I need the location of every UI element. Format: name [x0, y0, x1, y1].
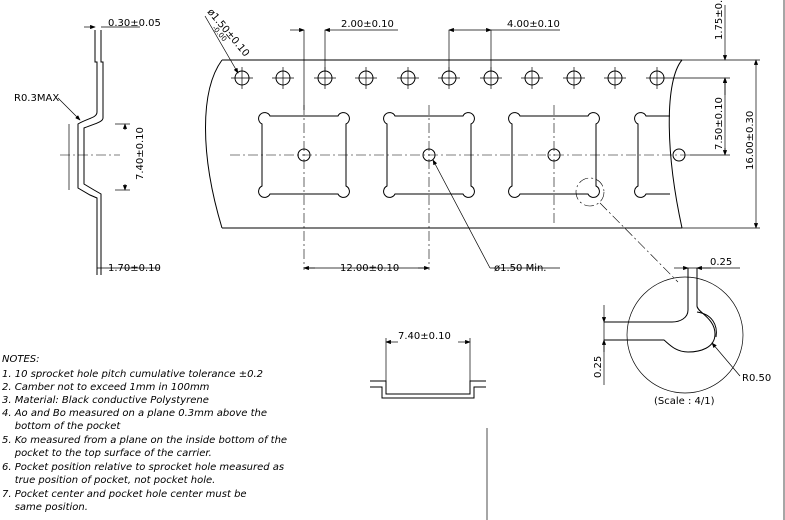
side-profile-outer [77, 30, 98, 275]
pocket-section-inner [370, 386, 486, 399]
dim-thickness: 0.30±0.05 [108, 18, 161, 29]
detail-boundary [626, 276, 744, 394]
dim-pocket-hole-min: ø1.50 Min. [494, 263, 547, 274]
detail-wall-inner [604, 268, 716, 353]
detail-scale: (Scale : 4/1) [654, 396, 715, 407]
notes-title: NOTES: [2, 354, 40, 365]
sprocket-hole [604, 67, 626, 89]
dim-hole-to-pocket: 7.50±0.10 [714, 97, 725, 150]
pocket-section-view [370, 338, 486, 399]
tape-top-view [204, 5, 760, 283]
note-line: 1. 10 sprocket hole pitch cumulative tol… [2, 369, 263, 380]
tape-right-break [668, 59, 683, 229]
notes-block: NOTES: 1. 10 sprocket hole pitch cumulat… [2, 354, 287, 513]
note-line: 7. Pocket center and pocket hole center … [2, 489, 247, 500]
note-line: bottom of the pocket [2, 421, 121, 432]
dim-pocket-hole-pitch: 2.00±0.10 [341, 19, 394, 30]
note-line: true position of pocket, not pocket hole… [2, 475, 215, 486]
dim-sprocket-dia: ø1.50±0.10 [205, 7, 251, 59]
sprocket-hole [563, 67, 585, 89]
dim-radius-max: R0.3MAX [14, 93, 59, 104]
sprocket-hole [355, 67, 377, 89]
dim-edge-to-hole: 1.75±0.10 [714, 0, 725, 40]
note-line: pocket to the top surface of the carrier… [2, 448, 212, 459]
sprocket-hole [521, 67, 543, 89]
pocket [258, 105, 350, 270]
sprocket-holes [231, 67, 668, 89]
sprocket-hole [231, 67, 253, 89]
detail-radius-arc [696, 311, 717, 338]
sprocket-hole [646, 67, 668, 89]
note-line: 5. Ko measured from a plane on the insid… [2, 435, 287, 446]
dim-pocket-depth: 7.40±0.10 [135, 127, 146, 180]
note-line: 3. Material: Black conductive Polystyren… [2, 395, 209, 406]
pocket-section-outer [370, 380, 486, 395]
note-line: same position. [2, 502, 88, 513]
side-section-view [57, 24, 160, 275]
pocket-partial [634, 112, 686, 198]
sprocket-hole [397, 67, 419, 89]
note-line: 4. Ao and Bo measured on a plane 0.3mm a… [2, 408, 267, 419]
dim-detail-thk-top: 0.25 [710, 257, 732, 268]
dim-pocket-pitch: 12.00±0.10 [340, 263, 399, 274]
dim-sprocket-pitch: 4.00±0.10 [507, 19, 560, 30]
dim-detail-thk-left: 0.25 [593, 356, 604, 378]
dim-pocket-width-section: 7.40±0.10 [398, 331, 451, 342]
pockets [258, 105, 686, 270]
detail-callout-circle [575, 177, 605, 207]
dim-tape-width: 16.00±0.30 [745, 111, 756, 170]
dim-bottom: 1.70±0.10 [108, 263, 161, 274]
note-line: 2. Camber not to exceed 1mm in 100mm [2, 382, 210, 393]
detail-leader [599, 202, 679, 283]
pocket [383, 105, 475, 270]
pocket [508, 105, 600, 225]
side-profile-inner [83, 30, 104, 275]
detail-view [601, 265, 744, 394]
tape-left-break [205, 59, 223, 229]
dim-detail-radius: R0.50 [742, 373, 771, 384]
detail-wall-outer [604, 268, 689, 323]
note-line: 6. Pocket position relative to sprocket … [2, 462, 284, 473]
sprocket-hole [272, 67, 294, 89]
